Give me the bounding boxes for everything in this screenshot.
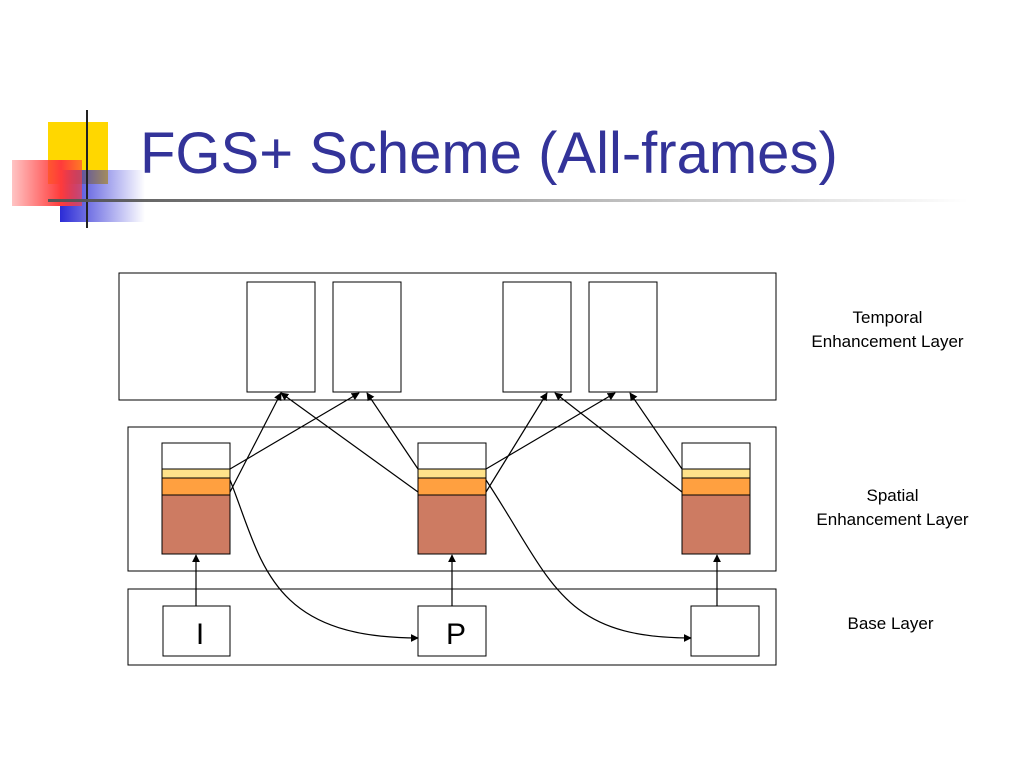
spatial-frame-1 <box>161 442 231 555</box>
arrow-s2-t4 <box>485 392 616 470</box>
arrow-s3-t4 <box>629 392 683 470</box>
temporal-frame-1 <box>246 281 316 393</box>
arrow-s1-t1 <box>229 392 282 493</box>
arrow-spatial1-to-p <box>229 479 419 642</box>
base-layer-label: Base Layer <box>847 614 934 633</box>
temporal-frame-3 <box>502 281 572 393</box>
temporal-layer-box <box>118 272 777 401</box>
title-decoration <box>12 110 968 228</box>
arrow-s2-t1 <box>280 392 419 493</box>
temporal-layer-label: Temporal Enhancement Layer <box>811 308 964 351</box>
deco-red-square <box>12 160 82 206</box>
spatial-layer-label: Spatial Enhancement Layer <box>816 486 969 529</box>
temporal-frame-2 <box>332 281 402 393</box>
slide-title: FGS+ Scheme (All-frames) <box>140 121 838 186</box>
arrow-spatial2-to-base3 <box>485 479 692 642</box>
base-frame-i <box>162 605 231 657</box>
base-frame-p <box>417 605 487 657</box>
base-frame-label-2: P <box>446 618 466 651</box>
arrow-s3-t3 <box>554 392 683 493</box>
spatial-frame-3 <box>681 442 751 555</box>
spatial-frame-2 <box>417 442 487 555</box>
arrow-s2-t3 <box>485 392 548 493</box>
temporal-frame-4 <box>588 281 658 393</box>
arrow-s1-t2 <box>229 392 360 470</box>
arrow-s2-t2 <box>366 392 419 470</box>
base-frame-label-1: I <box>196 618 204 651</box>
deco-horizontal-line <box>48 199 968 202</box>
base-frame-3 <box>690 605 760 657</box>
